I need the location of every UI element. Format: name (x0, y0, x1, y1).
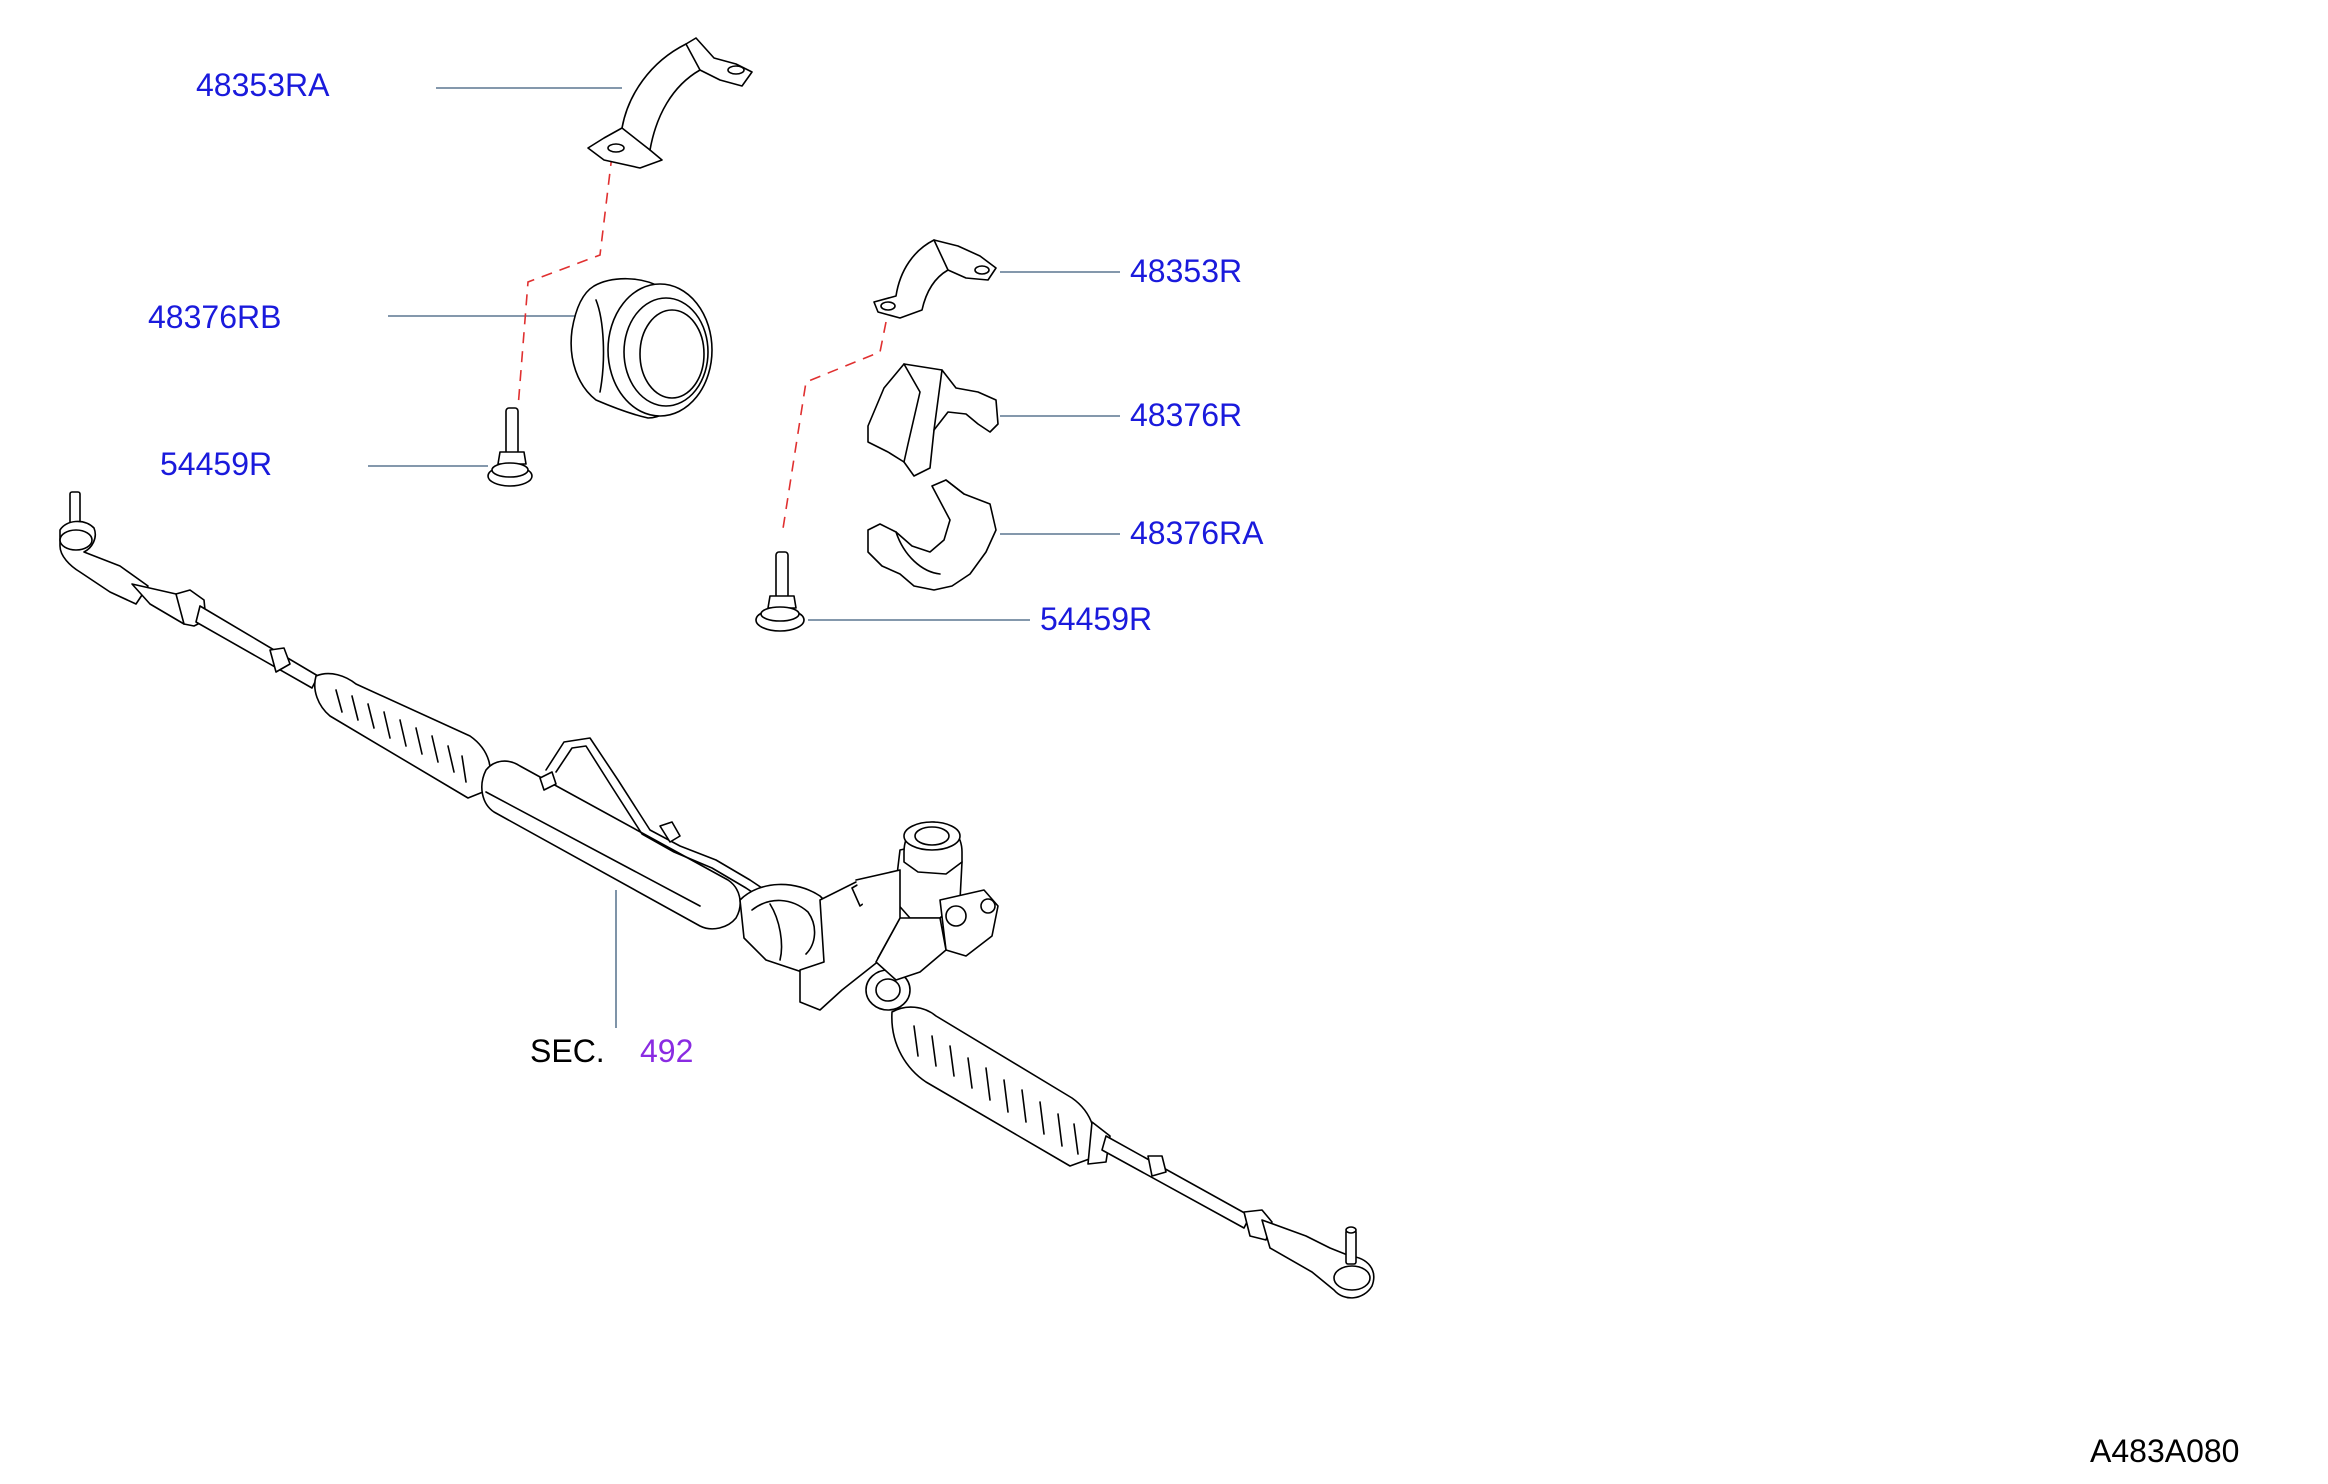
bracket-48353RA-drawing (587, 37, 753, 169)
steering-rack-drawing (59, 491, 1375, 1299)
insulator-48376R-drawing (867, 363, 999, 477)
callout-54459R-right[interactable]: 54459R (1040, 601, 1152, 637)
callout-48376RA[interactable]: 48376RA (1130, 515, 1264, 551)
bolt-54459R-left-drawing (487, 407, 533, 487)
bracket-48353R-drawing (873, 239, 997, 319)
callout-54459R-left[interactable]: 54459R (160, 446, 272, 482)
callout-48353RA[interactable]: 48353RA (196, 67, 330, 103)
bushing-48376RB-drawing (570, 277, 713, 419)
section-link-492[interactable]: 492 (640, 1033, 693, 1069)
callout-48376RB[interactable]: 48376RB (148, 299, 281, 335)
assembly-dashed-lines (517, 154, 887, 536)
figure-id: A483A080 (2090, 1433, 2239, 1469)
callout-48376R[interactable]: 48376R (1130, 397, 1242, 433)
insulator-48376RA-drawing (867, 479, 997, 591)
bolt-54459R-right-drawing (755, 551, 805, 632)
section-prefix: SEC. (530, 1033, 605, 1069)
leader-lines (368, 87, 1120, 1028)
callout-48353R[interactable]: 48353R (1130, 253, 1242, 289)
